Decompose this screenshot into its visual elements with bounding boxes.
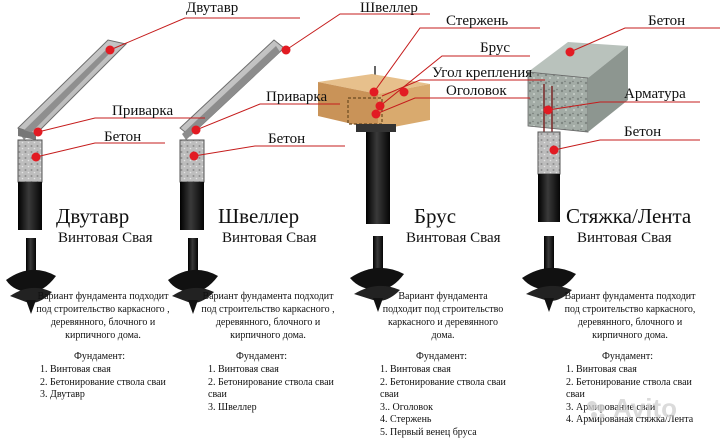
subtitle-ibeam: Винтовая Свая bbox=[58, 230, 153, 246]
list-item: 3. Двутавр bbox=[40, 389, 85, 401]
timber-pile-illustration bbox=[318, 66, 430, 312]
description-ibeam: Вариант фундамента подходит под строител… bbox=[36, 291, 170, 341]
marker bbox=[543, 105, 553, 115]
foundation-list-timber: 1. Винтовая свая 2. Бетонирование ствола… bbox=[380, 364, 506, 440]
callout-concrete-4: Бетон bbox=[624, 124, 662, 140]
list-item: 1. Винтовая свая bbox=[380, 364, 451, 375]
marker bbox=[191, 125, 201, 135]
callout-angle-bracket: Угол крепления bbox=[432, 65, 533, 81]
list-item: 3. Армирование сваи bbox=[566, 401, 656, 413]
list-item: сваи bbox=[566, 389, 585, 401]
marker bbox=[565, 47, 575, 57]
list-item: сваи bbox=[208, 389, 227, 401]
list-item: 4. Армированая стяжка/Лента bbox=[566, 414, 694, 426]
foundation-heading-slab: Фундамент: bbox=[602, 351, 654, 362]
callout-markers bbox=[31, 45, 575, 162]
list-item: 3. Швеллер bbox=[208, 401, 257, 413]
foundation-list-slab: 1. Винтовая свая 2. Бетонирование ствола… bbox=[566, 364, 693, 427]
list-item: 4. Стержень bbox=[380, 414, 432, 426]
title-ibeam: Двутавр bbox=[56, 204, 130, 228]
description-channel: Вариант фундамента подходит под строител… bbox=[201, 291, 335, 341]
marker bbox=[371, 109, 381, 119]
list-item: 5. Первый венец бруса bbox=[380, 426, 477, 438]
list-item: 1. Винтовая свая bbox=[208, 364, 279, 375]
list-item: 1. Винтовая свая bbox=[566, 364, 637, 375]
list-item: 2. Бетонирование ствола сваи bbox=[208, 376, 334, 388]
marker bbox=[375, 101, 385, 111]
title-channel: Швеллер bbox=[218, 204, 300, 228]
foundation-heading-channel: Фундамент: bbox=[236, 351, 288, 362]
marker bbox=[369, 87, 379, 97]
watermark: Avito bbox=[613, 393, 678, 423]
list-item: 2. Бетонирование ствола сваи bbox=[380, 376, 506, 388]
marker bbox=[549, 145, 559, 155]
foundation-list-channel: 1. Винтовая свая 2. Бетонирование ствола… bbox=[208, 364, 334, 414]
callout-lines bbox=[35, 13, 720, 158]
list-item: 1. Винтовая свая bbox=[40, 364, 111, 375]
marker bbox=[189, 151, 199, 161]
list-item: 2. Бетонирование ствола сваи bbox=[566, 376, 692, 388]
callout-channel: Швеллер bbox=[360, 0, 418, 16]
description-slab: Вариант фундамента подходит под строител… bbox=[564, 291, 696, 341]
foundation-list-ibeam: 1. Винтовая свая 2. Бетонирование ствола… bbox=[40, 364, 166, 402]
subtitle-slab: Винтовая Свая bbox=[577, 230, 672, 246]
avito-logo-icon bbox=[587, 401, 605, 419]
marker bbox=[281, 45, 291, 55]
callout-head: Оголовок bbox=[446, 83, 507, 99]
title-timber: Брус bbox=[414, 204, 457, 228]
foundation-heading-timber: Фундамент: bbox=[416, 351, 468, 362]
list-item: сваи bbox=[380, 389, 399, 401]
ibeam-pile-illustration bbox=[6, 39, 127, 314]
description-timber: Вариант фундамента подходит под строител… bbox=[382, 291, 504, 341]
callout-beam: Брус bbox=[480, 40, 511, 56]
list-item: 3.. Оголовок bbox=[380, 401, 433, 413]
marker bbox=[399, 87, 409, 97]
list-item: 2. Бетонирование ствола сваи bbox=[40, 376, 166, 388]
callout-rod: Стержень bbox=[446, 13, 509, 29]
callout-ibeam: Двутавр bbox=[186, 0, 239, 16]
callout-rebar: Арматура bbox=[624, 86, 686, 102]
callout-concrete-1: Бетон bbox=[104, 129, 142, 145]
callout-weld-2: Приварка bbox=[266, 89, 328, 105]
marker bbox=[31, 152, 41, 162]
title-slab: Стяжка/Лента bbox=[566, 204, 692, 228]
callout-concrete-2: Бетон bbox=[268, 131, 306, 147]
foundation-heading-ibeam: Фундамент: bbox=[74, 351, 126, 362]
callout-weld-1: Приварка bbox=[112, 103, 174, 119]
marker bbox=[105, 45, 115, 55]
slab-pile-illustration bbox=[522, 42, 628, 312]
marker bbox=[33, 127, 43, 137]
channel-pile-illustration bbox=[168, 39, 285, 314]
subtitle-channel: Винтовая Свая bbox=[222, 230, 317, 246]
subtitle-timber: Винтовая Свая bbox=[406, 230, 501, 246]
callout-concrete-slab: Бетон bbox=[648, 13, 686, 29]
